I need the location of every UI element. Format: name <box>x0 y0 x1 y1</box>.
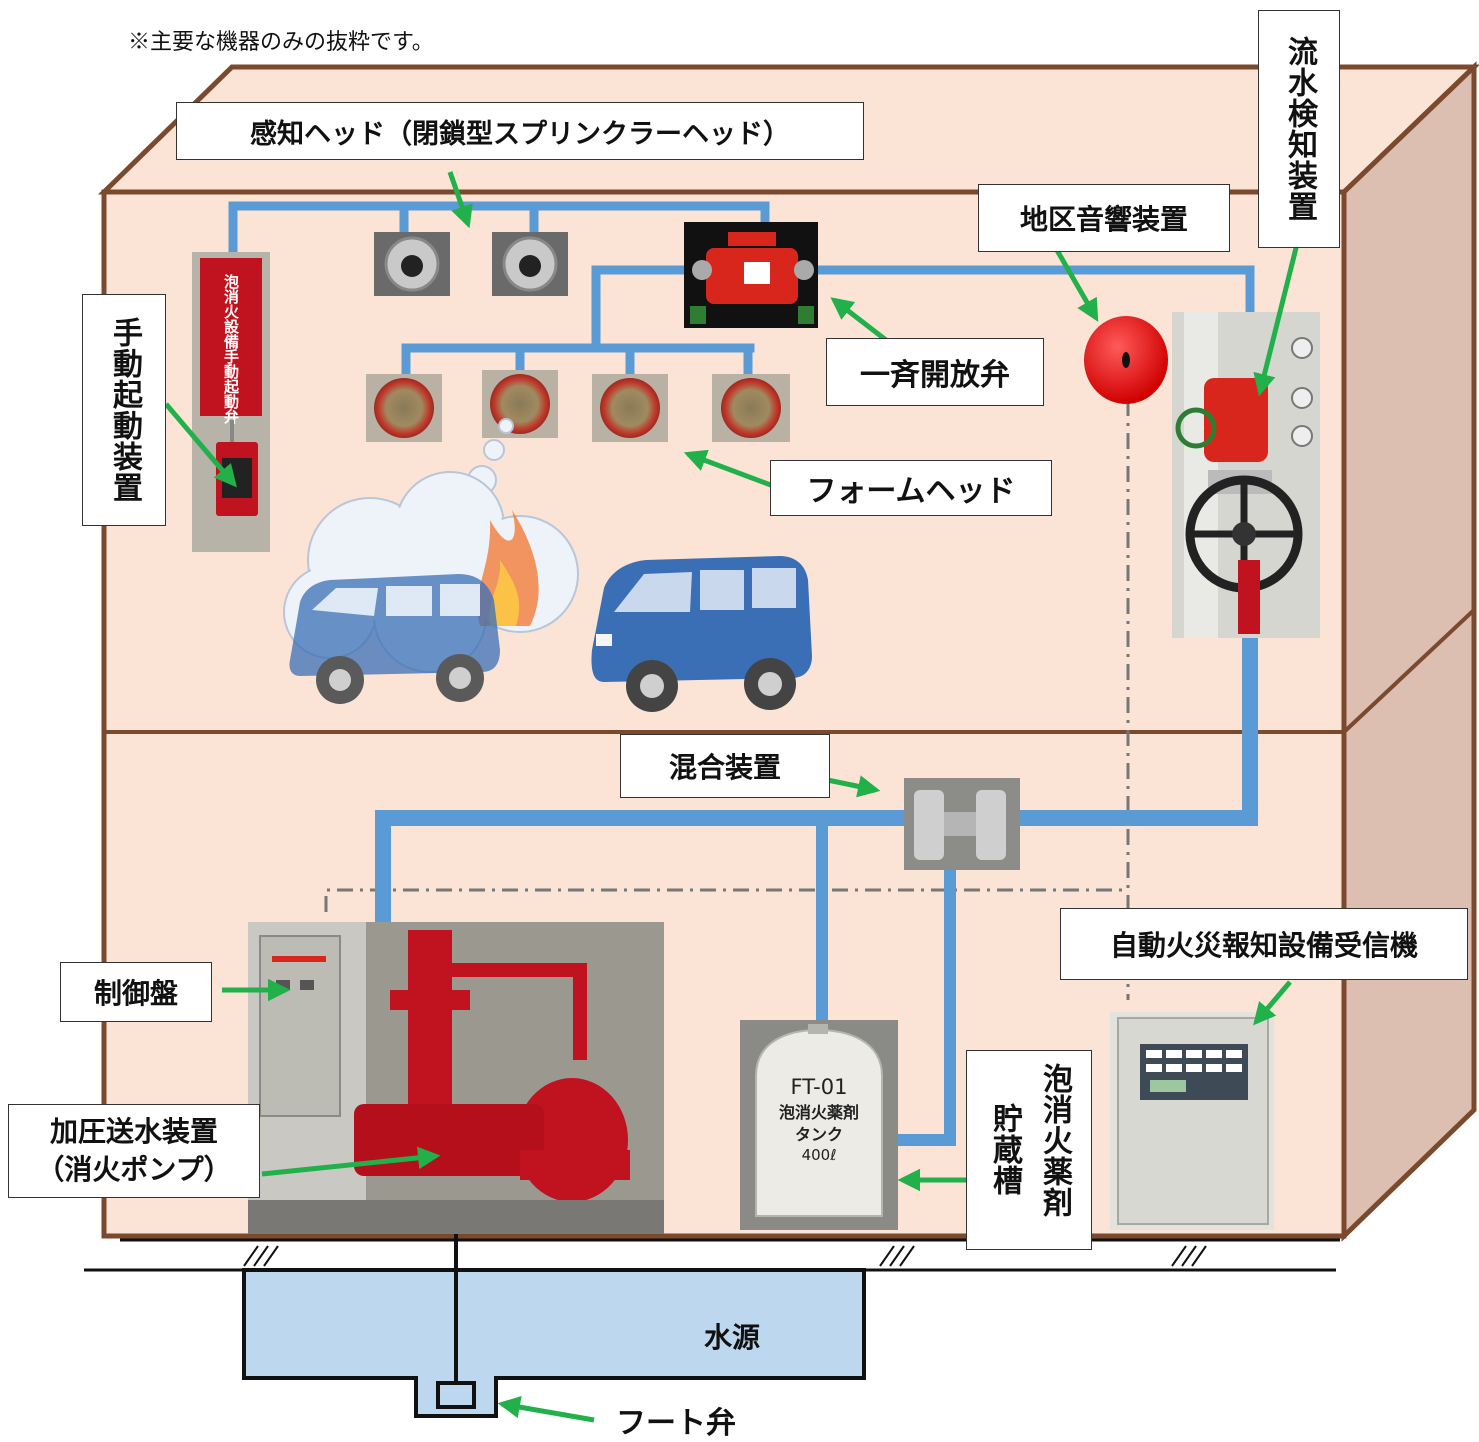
signal-lines <box>324 400 1130 1000</box>
pipes <box>228 201 1258 1146</box>
control-panel-label: 制御盤 <box>60 962 212 1022</box>
arrows <box>164 171 1303 1423</box>
deluge-valve-label: 一斉開放弁 <box>826 338 1044 406</box>
arrow-foam-head <box>683 449 785 493</box>
sensor-head-label: 感知ヘッド（閉鎖型スプリンクラーヘッド） <box>176 102 864 160</box>
arrow-flow-detector <box>1253 231 1303 397</box>
area-bell-label: 地区音響装置 <box>978 184 1230 252</box>
water-source-tank <box>242 1268 866 1418</box>
flow-detector-photo <box>1172 312 1320 638</box>
tank-text-2: 泡消火薬剤 <box>779 1103 859 1122</box>
tank-text-3: タンク <box>795 1125 843 1144</box>
mixer-label: 混合装置 <box>620 734 830 798</box>
flow-detector-label: 流水検知装置 <box>1258 10 1340 248</box>
foot-valve-label: フート弁 <box>616 1406 736 1441</box>
pump-label: 加圧送水装置 （消火ポンプ） <box>8 1104 260 1198</box>
floor-divider-side <box>1342 608 1476 734</box>
arrow-pump <box>261 1146 441 1177</box>
foam-tank-label-col1: 泡消火薬剤 <box>1037 1063 1072 1218</box>
foam-tank-label: 泡消火薬剤 貯蔵槽 <box>966 1050 1092 1250</box>
pump-label-line1: 加圧送水装置 <box>49 1115 218 1148</box>
deluge-valve-photo <box>684 222 818 328</box>
arrow-sensor-head <box>447 171 473 229</box>
tank-text-4: 400ℓ <box>802 1146 837 1164</box>
foam-head-label: フォームヘッド <box>770 460 1052 516</box>
foam-head-1 <box>366 374 442 442</box>
hatch-marks <box>243 1245 1207 1267</box>
foam-tank-label-col2: 貯蔵槽 <box>987 1103 1022 1196</box>
pump-photo <box>248 922 664 1234</box>
area-bell <box>1084 316 1168 404</box>
ground <box>84 1206 1340 1418</box>
note-text: ※主要な機器のみの抜粋です。 <box>128 30 434 55</box>
sensor-head-2 <box>492 232 568 296</box>
foam-head-3 <box>592 374 668 442</box>
burning-car-illustration <box>283 418 579 704</box>
alarm-receiver-label: 自動火災報知設備受信機 <box>1060 908 1468 980</box>
arrow-alarm-receiver <box>1253 980 1292 1026</box>
manual-start-label: 手動起動装置 <box>82 294 166 526</box>
water-source-label: 水源 <box>704 1321 761 1354</box>
building-side-wall <box>1341 61 1477 1242</box>
arrow-foot-valve <box>497 1396 595 1423</box>
arrow-deluge-valve <box>830 297 888 342</box>
car-illustration <box>591 556 812 712</box>
tank-text-1: FT-01 <box>791 1075 848 1099</box>
sensor-head-1 <box>374 232 450 296</box>
alarm-receiver-photo <box>1110 1012 1274 1230</box>
foam-head-2 <box>482 370 558 438</box>
mixer-photo <box>904 778 1020 870</box>
manual-start-device-photo: 泡消火設備手動起動弁 <box>192 252 270 552</box>
pump-label-line2: （消火ポンプ） <box>36 1153 232 1186</box>
arrow-manual-start <box>164 402 237 488</box>
manual-valve-sign: 泡消火設備手動起動弁 <box>222 273 240 425</box>
foam-head-4 <box>712 374 790 442</box>
foam-tank-photo: FT-01 泡消火薬剤 タンク 400ℓ <box>740 1020 898 1230</box>
